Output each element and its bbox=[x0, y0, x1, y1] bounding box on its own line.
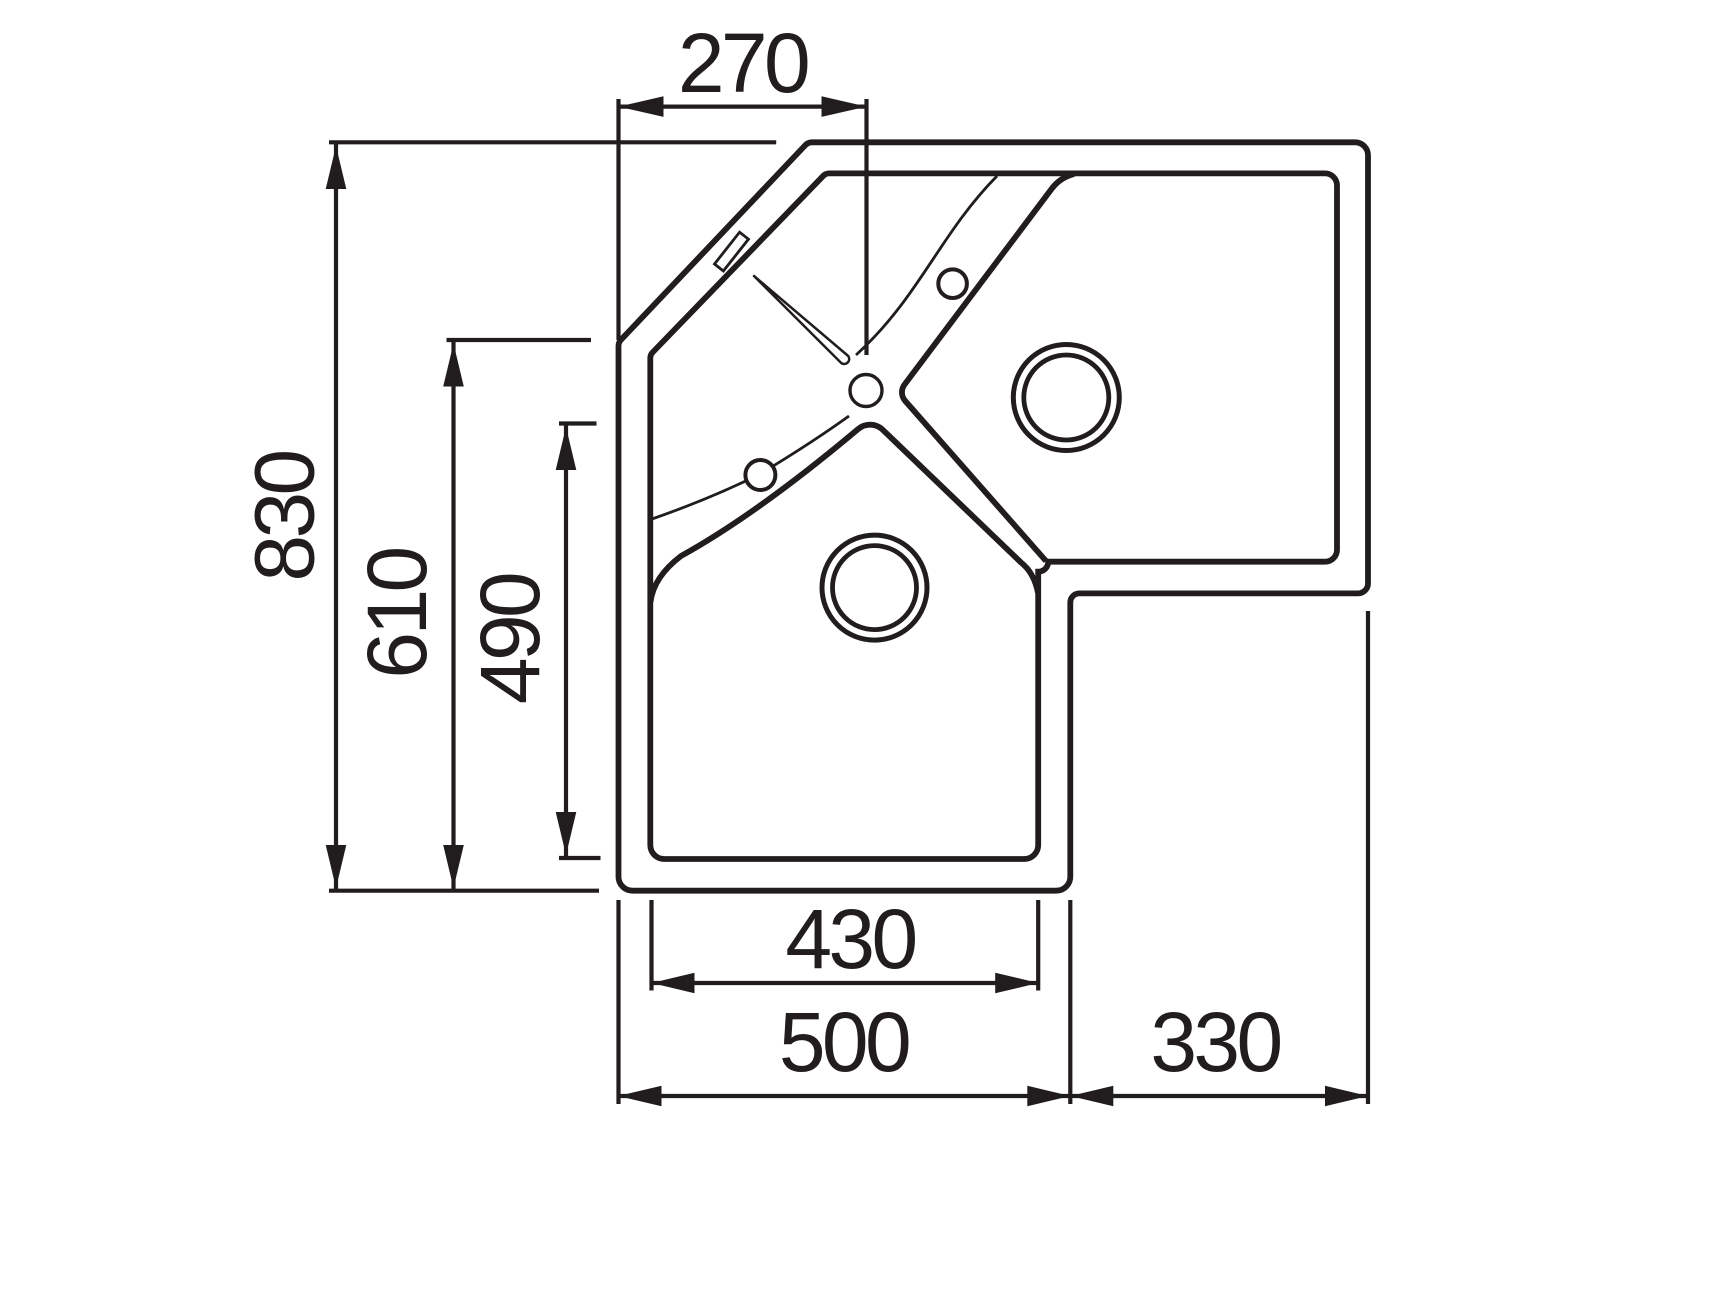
svg-text:490: 490 bbox=[463, 574, 557, 704]
svg-text:430: 430 bbox=[785, 892, 915, 986]
svg-text:500: 500 bbox=[779, 995, 909, 1089]
svg-text:270: 270 bbox=[678, 16, 808, 110]
svg-text:330: 330 bbox=[1150, 995, 1280, 1089]
svg-text:830: 830 bbox=[238, 451, 332, 581]
svg-text:610: 610 bbox=[350, 548, 444, 678]
